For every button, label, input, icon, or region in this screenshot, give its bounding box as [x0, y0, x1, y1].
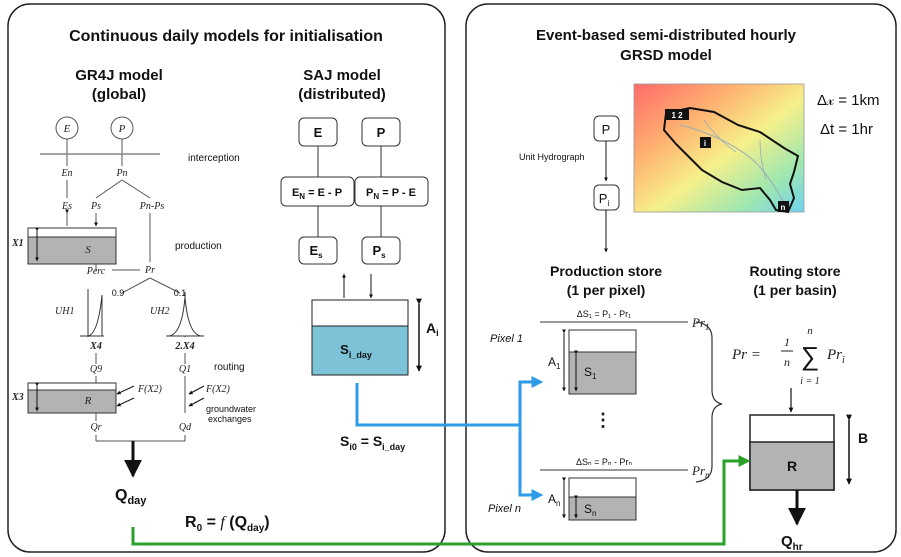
- saj-siday-label: Si_day: [340, 342, 372, 360]
- gr4j-2x4-label: 2.X4: [174, 341, 194, 352]
- uh1-label: UH1: [55, 306, 74, 317]
- saj-pn-box: [354, 176, 429, 207]
- curly-brace: [695, 321, 723, 483]
- gr4j-x3-label: X3: [11, 392, 24, 403]
- uh2-label: UH2: [150, 306, 169, 317]
- formula-numerator: 1: [784, 335, 790, 349]
- routing-store-title1: Routing store: [750, 263, 841, 279]
- map-label-n: n: [781, 203, 786, 212]
- formula-sum-bottom: i = 1: [800, 376, 820, 387]
- gr4j-title-line1: GR4J model: [75, 67, 163, 84]
- formula-sum-top: n: [807, 325, 813, 337]
- saj-model: SAJ model (distributed) E P EN = E - P P…: [280, 67, 439, 452]
- gr4j-es-label: Es: [61, 201, 72, 212]
- saj-ps-label: Ps: [372, 243, 386, 260]
- qhr-label: Qhr: [781, 533, 803, 553]
- gr4j-p-label: P: [118, 123, 126, 135]
- saj-title-line1: SAJ model: [303, 67, 381, 84]
- map-label-i: i: [704, 139, 706, 148]
- prn-label: Prn: [691, 463, 710, 480]
- grsd-p-label: P: [602, 122, 611, 137]
- r0-equation: R0 = f (Qday): [185, 514, 270, 534]
- saj-pn-eq: PN = P - E: [366, 187, 416, 201]
- gr4j-e-label: E: [63, 123, 71, 135]
- fx2-left-label: F(X2): [137, 384, 163, 395]
- right-panel-frame: [465, 3, 897, 553]
- uh2-shape: [166, 292, 204, 337]
- routing-label: routing: [214, 362, 245, 373]
- pixel-dots: ⋮: [594, 410, 612, 430]
- pr1-label: Pr1: [691, 315, 710, 332]
- groundwater-line1: groundwater: [206, 404, 256, 414]
- left-panel-title: Continuous daily models for initialisati…: [69, 28, 383, 45]
- pr-formula: Pr = 1 n n ∑ i = 1 Pri: [731, 325, 845, 387]
- a1-label: A1: [548, 355, 561, 371]
- right-panel-title-line2: GRSD model: [620, 47, 712, 64]
- gr4j-qr-label: Qr: [90, 422, 101, 433]
- blue-initialisation-arrow-branch: [518, 425, 544, 501]
- s1-label: S1: [584, 365, 597, 381]
- formula-denominator: n: [784, 355, 790, 369]
- saj-ps-box: [361, 236, 401, 265]
- gr4j-pr-label: Pr: [144, 265, 155, 276]
- gr4j-x4-label: X4: [89, 341, 102, 352]
- formula-sum-sign: ∑: [801, 341, 820, 371]
- saj-title-line2: (distributed): [298, 86, 386, 103]
- saj-p-label: P: [377, 125, 386, 140]
- production-label: production: [175, 241, 222, 252]
- gr4j-r-label: R: [84, 395, 92, 407]
- gr4j-q1-label: Q1: [179, 364, 191, 375]
- gr4j-en-label: En: [60, 168, 72, 179]
- gr4j-qd-label: Qd: [179, 422, 192, 433]
- split-01-label: 0.1: [174, 288, 187, 298]
- groundwater-line2: exchanges: [208, 414, 252, 424]
- gr4j-q9-label: Q9: [90, 364, 102, 375]
- fx2-right-label: F(X2): [205, 384, 231, 395]
- gr4j-title-line2: (global): [92, 86, 146, 103]
- green-initialisation-arrow: [131, 455, 751, 546]
- uh1-shape: [80, 289, 104, 337]
- gr4j-pn-label: Pn: [115, 168, 127, 179]
- dx-label: Δ𝓍 = 1km: [817, 92, 880, 109]
- grsd-pi-label: Pi: [599, 191, 610, 208]
- gr4j-pnps-label: Pn-Ps: [139, 201, 165, 212]
- saj-es-label: Es: [309, 243, 323, 260]
- qday-label: Qday: [115, 487, 147, 507]
- gr4j-x1-label: X1: [11, 238, 24, 249]
- pixeln-label: Pixel n: [488, 503, 521, 515]
- si0-equation: Si0 = Si_day: [340, 433, 405, 452]
- grsd-r-label: R: [787, 458, 797, 474]
- an-label: An: [548, 492, 560, 508]
- formula-term: Pri: [826, 347, 845, 366]
- pixel1-label: Pixel 1: [490, 333, 523, 345]
- saj-e-label: E: [314, 125, 323, 140]
- saj-ai-label: Ai: [426, 320, 439, 338]
- routing-store-title2: (1 per basin): [753, 282, 836, 298]
- saj-en-eq: EN = E - P: [292, 187, 342, 201]
- split-09-label: 0.9: [112, 288, 125, 298]
- sn-label: Sn: [584, 502, 596, 518]
- formula-pr-label: Pr =: [731, 347, 761, 363]
- dS1-label: ΔS₁ = P₁ - Pr₁: [577, 309, 631, 319]
- gr4j-ps-label: Ps: [90, 201, 101, 212]
- left-panel-frame: [7, 3, 446, 553]
- gr4j-model: GR4J model (global) E P interception En …: [11, 67, 256, 507]
- gr4j-perc-label: Perc: [86, 266, 106, 277]
- interception-label: interception: [188, 153, 240, 164]
- gr4j-s-label: S: [85, 244, 91, 256]
- dt-label: Δt = 1hr: [820, 121, 873, 138]
- catchment-map: 1 2 i n: [633, 83, 805, 214]
- saj-es-box: [298, 236, 338, 265]
- blue-initialisation-arrow: [355, 376, 544, 427]
- production-store-title2: (1 per pixel): [567, 282, 646, 298]
- production-store-title1: Production store: [550, 263, 662, 279]
- right-panel-title-line1: Event-based semi-distributed hourly: [536, 27, 797, 44]
- unit-hydrograph-label: Unit Hydrograph: [519, 152, 585, 162]
- grsd-b-label: B: [858, 430, 868, 446]
- map-label-12: 1 2: [671, 111, 683, 120]
- dSn-label: ΔSₙ = Pₙ - Prₙ: [576, 457, 632, 467]
